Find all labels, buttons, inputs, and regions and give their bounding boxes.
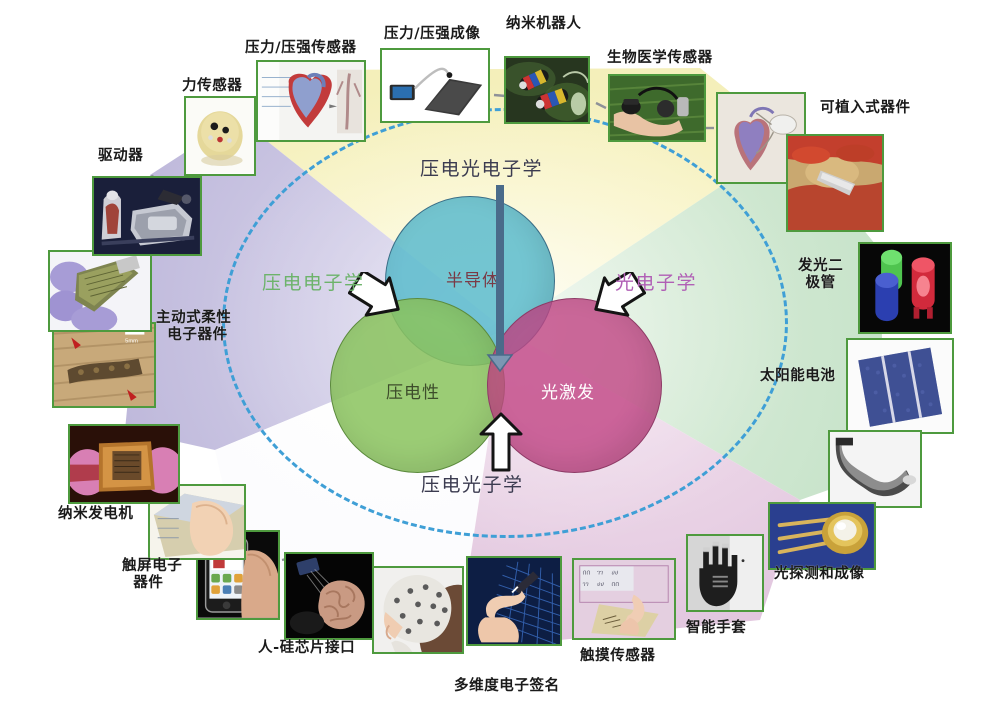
thumbnail-pressure-imaging: [380, 48, 490, 123]
venn-label-photoexcitation: 光激发: [541, 383, 595, 403]
thumbnail-smart-glove: [686, 534, 764, 612]
svg-text:ገገ: ገገ: [583, 580, 589, 588]
caption-nanorobot: 纳米机器人: [506, 16, 582, 32]
caption-pressure-imaging: 压力/压强成像: [384, 26, 481, 42]
thumbnail-actuator: [92, 176, 202, 256]
caption-biomedical-sensor: 生物医学传感器: [607, 50, 713, 66]
svg-text:5mm: 5mm: [125, 338, 138, 344]
downward-arrow-icon: [486, 185, 514, 373]
caption-pressure-sensor: 压力/压强传感器: [245, 40, 357, 56]
caption-active-flexible-electronics: 主动式柔性 电子器件: [156, 310, 232, 344]
thumbnail-implantable-surgery: [786, 134, 884, 232]
venn-circle-photoexcitation: [487, 298, 662, 473]
thumbnail-multidimensional-signature: [466, 556, 562, 646]
thumbnail-flexible-device-glove: [48, 250, 152, 332]
caption-touchscreen-electronics: 触屏电子 器件: [122, 558, 183, 592]
block-arrow-right-icon: [594, 272, 646, 317]
thumbnail-touch-sensor: በበ ገገ ሀሀ ገገ ሀሀ በበ: [572, 558, 676, 640]
caption-photodetection-imaging: 光探测和成像: [774, 566, 865, 582]
thumbnail-skin-electronics: 5mm: [52, 322, 156, 408]
thumbnail-led: [858, 242, 952, 334]
thumbnail-human-silicon-interface: [284, 552, 374, 640]
block-arrow-up-icon: [479, 412, 523, 472]
caption-nanogenerator: 纳米发电机: [58, 506, 134, 522]
caption-human-silicon-interface: 人-硅芯片接口: [258, 640, 356, 656]
svg-text:በበ: በበ: [611, 580, 619, 588]
caption-force-sensor: 力传感器: [182, 78, 243, 94]
venn-label-piezoelectricity: 压电性: [386, 383, 440, 403]
caption-implantable-device: 可植入式器件: [820, 100, 911, 116]
venn-label-semiconductor: 半导体: [446, 271, 500, 291]
field-label-piezotronics: 压电电子学: [262, 272, 365, 294]
thumbnail-solar-cell: [846, 338, 954, 434]
caption-touch-sensor: 触摸传感器: [580, 648, 656, 664]
caption-smart-glove: 智能手套: [686, 620, 747, 636]
thumbnail-nanorobot: [504, 56, 590, 124]
svg-text:ሀሀ: ሀሀ: [611, 568, 619, 576]
caption-multidimensional-signature: 多维度电子签名: [454, 678, 560, 694]
thumbnail-nanogenerator: [68, 424, 180, 504]
thumbnail-biomedical-sensor: [608, 74, 706, 142]
thumbnail-force-sensor: [184, 96, 256, 176]
svg-text:ሀሀ: ሀሀ: [597, 580, 605, 588]
svg-text:ገገ: ገገ: [597, 568, 603, 576]
caption-actuator: 驱动器: [98, 148, 144, 164]
svg-text:በበ: በበ: [583, 568, 591, 576]
thumbnail-photodetection-imaging: [768, 502, 876, 570]
field-label-piezo-photonics: 压电光子学: [421, 474, 524, 496]
thumbnail-pressure-sensor: [256, 60, 366, 142]
block-arrow-left-icon: [348, 272, 400, 317]
field-label-optoelectronics: 光电子学: [615, 272, 698, 294]
thumbnail-eeg-cap: [372, 566, 464, 654]
field-label-piezo-phototronics: 压电光电子学: [420, 158, 544, 180]
thumbnail-flexible-film: [828, 430, 922, 508]
caption-led: 发光二 极管: [798, 258, 844, 292]
caption-solar-cell: 太阳能电池: [760, 368, 836, 384]
thumbnail-touchscreen-film: [148, 484, 246, 560]
